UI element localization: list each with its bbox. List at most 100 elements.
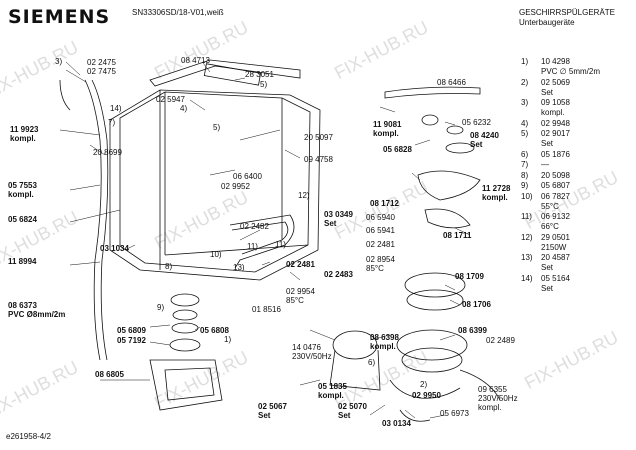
legend-number: 13)	[521, 253, 533, 262]
legend-number: 5)	[521, 129, 529, 138]
callout-112728: 11 2728 kompl.	[482, 184, 511, 202]
legend-number: 7)	[521, 160, 529, 169]
callout-030134: 03 0134	[382, 419, 411, 428]
callout-140476: 14 0476 230V/50Hz	[292, 343, 332, 361]
legend-number: 1)	[521, 57, 529, 66]
callout-028954: 02 8954 85°C	[366, 255, 395, 273]
callout-9: 9)	[157, 303, 165, 312]
legend-part: 02 9017 Set	[541, 129, 570, 148]
callout-056809: 05 6809	[117, 326, 146, 335]
legend-row: 10) 06 7827 55°C	[521, 192, 633, 212]
callout-022482: 02 2482	[240, 222, 269, 231]
legend-row: 6)05 1876	[521, 150, 633, 160]
legend-part: 29 0501 2150W	[541, 232, 570, 252]
callout-10: 10)	[210, 250, 222, 259]
callout-056232: 05 6232	[462, 118, 491, 127]
callout-065941: 06 5941	[366, 226, 395, 235]
callout-084240: 08 4240 Set	[470, 131, 499, 149]
callout-13: 13)	[233, 263, 245, 272]
callout-2: 2)	[420, 380, 428, 389]
callout-7: 7)	[108, 118, 116, 127]
callout-11a: 11)	[275, 240, 286, 249]
legend-part: 09 1058 kompl.	[541, 98, 570, 117]
callout-022481a: 02 2481	[286, 260, 315, 269]
callout-022475: 02 2475	[87, 58, 116, 67]
legend-number: 2)	[521, 77, 529, 87]
callout-065940: 06 5940	[366, 213, 395, 222]
legend-row: 12) 29 0501 2150W	[521, 233, 633, 253]
callout-12: 12)	[298, 191, 310, 200]
callout-118994: 11 8994	[8, 257, 37, 266]
model-number: SN33306SD/18-V01,weiß	[132, 8, 224, 17]
callout-056973: 05 6973	[440, 409, 469, 418]
legend-row: 7) —	[521, 160, 633, 170]
callout-5b: 5)	[213, 123, 221, 132]
legend-row: 4)02 9948	[521, 119, 633, 129]
legend-row: 3) 09 1058 kompl.	[521, 98, 633, 118]
legend-row: 9)05 6807	[521, 181, 633, 191]
legend-row: 14) 05 5164 Set	[521, 274, 633, 294]
legend-row: 13)20 4587 Set	[521, 253, 633, 273]
callout-081709: 08 1709	[455, 272, 484, 281]
callout-5a: 5)	[260, 80, 268, 89]
legend-number: 4)	[521, 118, 529, 128]
callout-4: 4)	[180, 104, 188, 113]
legend-part: —	[541, 160, 549, 169]
title-line-2: Unterbaugeräte	[519, 18, 575, 27]
callout-025067: 02 5067 Set	[258, 402, 287, 420]
callout-057553: 05 7553 kompl.	[8, 181, 37, 199]
callout-051835: 05 1835 kompl.	[318, 382, 347, 400]
callout-6: 6)	[368, 358, 376, 367]
callout-022483: 02 2483	[324, 270, 353, 279]
legend-part: 06 7827 55°C	[541, 191, 570, 211]
callout-022481b: 02 2481	[366, 240, 395, 249]
callout-018516: 01 8516	[252, 305, 281, 314]
callout-096355: 09 6355 230V/50Hz kompl.	[478, 385, 518, 412]
callout-081706: 08 1706	[462, 300, 491, 309]
callout-057192: 05 7192	[117, 336, 146, 345]
callout-14: 14)	[110, 104, 122, 113]
legend-number: 14)	[521, 273, 533, 283]
callout-205097: 20 5097	[304, 133, 333, 142]
legend-part: 02 5069 Set	[541, 77, 570, 97]
legend-row: 8)20 5098	[521, 171, 633, 181]
legend-row: 1)10 4298 PVC ∅ 5mm/2m	[521, 57, 633, 77]
callout-084713: 08 4713	[181, 56, 210, 65]
legend-part: 20 5098	[541, 170, 570, 180]
callout-056824: 05 6824	[8, 215, 37, 224]
legend-row: 5) 02 9017 Set	[521, 129, 633, 149]
legend-number: 6)	[521, 149, 529, 159]
callout-11b: 11)	[247, 242, 258, 251]
callout-086805: 08 6805	[95, 370, 124, 379]
callout-1: 1)	[224, 335, 232, 344]
legend-part: 06 9132 66°C	[541, 212, 570, 231]
callout-086398: 08 6398 kompl.	[370, 333, 399, 351]
callout-056828: 05 6828	[383, 145, 412, 154]
callout-022489: 02 2489	[486, 336, 515, 345]
legend-row: 11)06 9132 66°C	[521, 212, 633, 232]
callout-094758: 09 4758	[304, 155, 333, 164]
callout-208699: 20 8699	[93, 148, 122, 157]
callout-025947: 02 5947	[156, 95, 185, 104]
callout-029952: 02 9952	[221, 182, 250, 191]
callout-066400: 06 6400	[233, 172, 262, 181]
callout-119923: 11 9923 kompl.	[10, 125, 39, 143]
legend-row: 2) 02 5069 Set	[521, 78, 633, 98]
callout-8: 8)	[165, 262, 173, 271]
callout-086399: 08 6399	[458, 326, 487, 335]
callout-283051: 28 3051	[245, 70, 274, 79]
callout-030349: 03 0349 Set	[324, 210, 353, 228]
callout-119081: 11 9081 kompl.	[373, 120, 402, 138]
callout-027475: 02 7475	[87, 67, 116, 76]
document-id: e261958-4/2	[6, 432, 51, 441]
legend-part: 05 5164 Set	[541, 273, 570, 293]
legend-number: 3)	[521, 98, 529, 107]
callout-086466: 08 6466	[437, 78, 466, 87]
brand-logo: SIEMENS	[8, 6, 111, 28]
callout-056808: 05 6808	[200, 326, 229, 335]
legend-number: 12)	[521, 232, 533, 242]
legend-number: 10)	[521, 191, 533, 201]
callout-086373: 08 6373 PVC Ø8mm/2m	[8, 301, 66, 319]
